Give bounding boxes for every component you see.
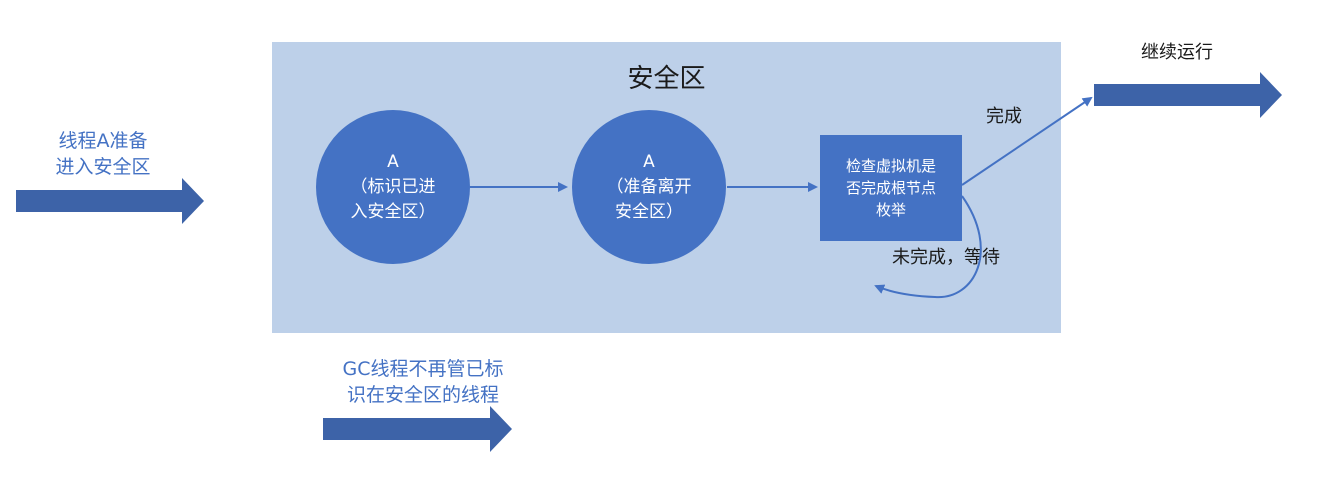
thread-marked-line2: （标识已进 [350, 176, 436, 197]
thread-marked-line3: 入安全区） [350, 201, 436, 222]
enter-label: 线程A准备 进入安全区 [28, 128, 178, 180]
thread-marked-line1: A [387, 151, 399, 172]
thread-leaving-circle: A （准备离开 安全区） [572, 110, 726, 264]
check-box-line1: 检查虚拟机是 [845, 157, 936, 175]
thread-marked-circle: A （标识已进 入安全区） [316, 110, 470, 264]
wait-label: 未完成，等待 [892, 247, 1000, 268]
gc-block-arrow [323, 406, 512, 452]
enter-block-arrow [16, 178, 204, 224]
gc-note-line2: 识在安全区的线程 [346, 384, 499, 406]
continue-block-arrow [1094, 72, 1282, 118]
check-box-line3: 枚举 [875, 201, 906, 219]
gc-note-line1: GC线程不再管已标 [342, 358, 504, 380]
thread-leaving-line1: A [643, 151, 655, 172]
check-box-line2: 否完成根节点 [845, 179, 936, 197]
safe-zone-title: 安全区 [627, 64, 706, 94]
continue-label: 继续运行 [1141, 42, 1213, 63]
check-root-enum-box: 检查虚拟机是 否完成根节点 枚举 [820, 135, 962, 241]
done-label: 完成 [986, 106, 1022, 127]
check-to-continue-arrow [961, 96, 1093, 186]
enter-label-line2: 进入安全区 [55, 156, 151, 178]
enter-label-line1: 线程A准备 [58, 130, 148, 152]
gc-note: GC线程不再管已标 识在安全区的线程 [318, 356, 528, 408]
wait-loop-arrow [874, 195, 982, 299]
thread-leaving-line3: 安全区） [615, 201, 683, 222]
thread-leaving-line2: （准备离开 [606, 176, 692, 197]
